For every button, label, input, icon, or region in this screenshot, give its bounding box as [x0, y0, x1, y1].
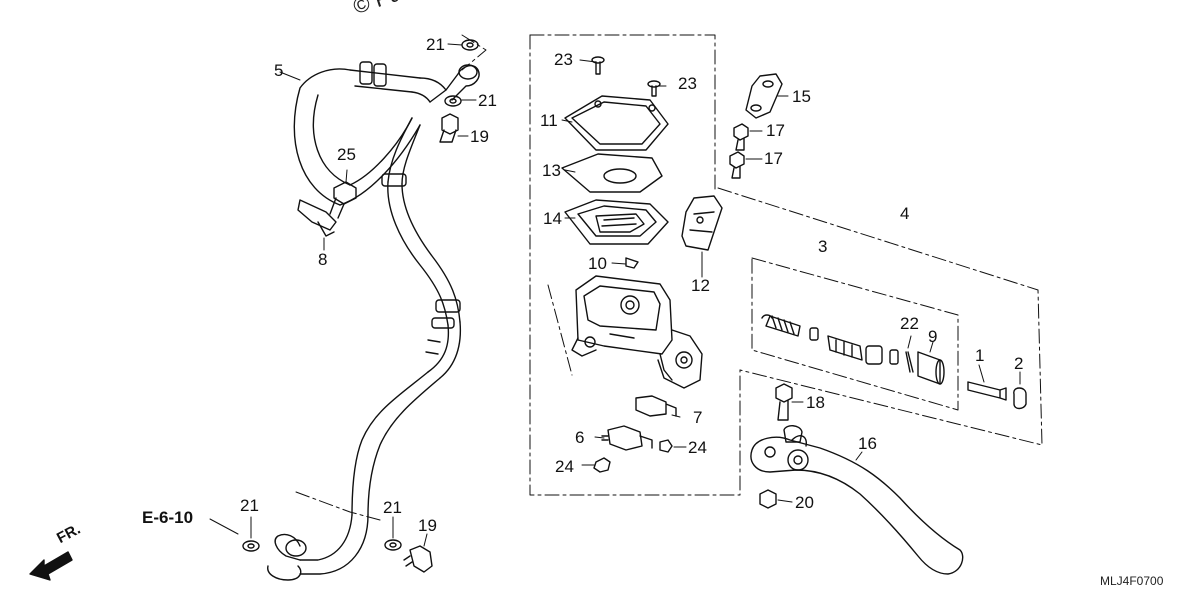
reservoir-diaphragm: [564, 199, 669, 245]
callout-2: 2: [1014, 354, 1024, 373]
assembly-outline-box: [295, 34, 1043, 521]
callout-21c: 21: [240, 496, 259, 515]
callout-25: 25: [337, 145, 356, 164]
callout-11: 11: [540, 111, 558, 130]
callout-12: 12: [691, 276, 710, 295]
clamp-bolts: [729, 123, 749, 179]
clutch-hose: [267, 61, 480, 581]
clutch-switches: [593, 395, 677, 473]
diaphragm-plate: [561, 153, 663, 193]
cap-screws: [591, 56, 661, 97]
callout-13: 13: [542, 161, 561, 180]
drawing-code: MLJ4F0700: [1100, 574, 1164, 588]
clutch-lever: [750, 383, 964, 575]
leader-lines: [209, 43, 1021, 547]
callout-20: 20: [795, 493, 814, 512]
callout-24b: 24: [555, 457, 574, 476]
clamp-cover: [745, 73, 783, 119]
callout-14: 14: [543, 209, 562, 228]
callout-22: 22: [900, 314, 919, 333]
callout-24a: 24: [688, 438, 707, 457]
callout-21d: 21: [383, 498, 402, 517]
callout-10: 10: [588, 254, 607, 273]
reference-link-e-6-10[interactable]: E-6-10: [142, 508, 194, 527]
callout-5: 5: [274, 61, 284, 80]
sealing-washers: [242, 39, 479, 552]
hose-clamp: [297, 181, 357, 237]
front-arrow: [29, 551, 73, 581]
callout-1: 1: [975, 346, 985, 365]
callout-9: 9: [928, 327, 938, 346]
callout-23b: 23: [678, 74, 697, 93]
lever-holder: [681, 195, 723, 251]
callout-17b: 17: [764, 149, 783, 168]
callout-15: 15: [792, 87, 811, 106]
callout-21b: 21: [478, 91, 497, 110]
callout-23a: 23: [554, 50, 573, 69]
callout-6: 6: [575, 428, 585, 447]
callout-19b: 19: [418, 516, 437, 535]
callout-16: 16: [858, 434, 877, 453]
callout-3: 3: [818, 237, 828, 256]
piston-assembly: [761, 314, 1027, 410]
callout-8: 8: [318, 250, 328, 269]
master-cylinder-body: [571, 257, 703, 389]
callout-19a: 19: [470, 127, 489, 146]
callout-18: 18: [806, 393, 825, 412]
reservoir-cap: [564, 95, 669, 151]
callout-4: 4: [900, 204, 910, 223]
banjo-bolts: [403, 113, 459, 573]
callout-21a: 21: [426, 35, 445, 54]
callout-7: 7: [693, 408, 703, 427]
callout-17a: 17: [766, 121, 785, 140]
